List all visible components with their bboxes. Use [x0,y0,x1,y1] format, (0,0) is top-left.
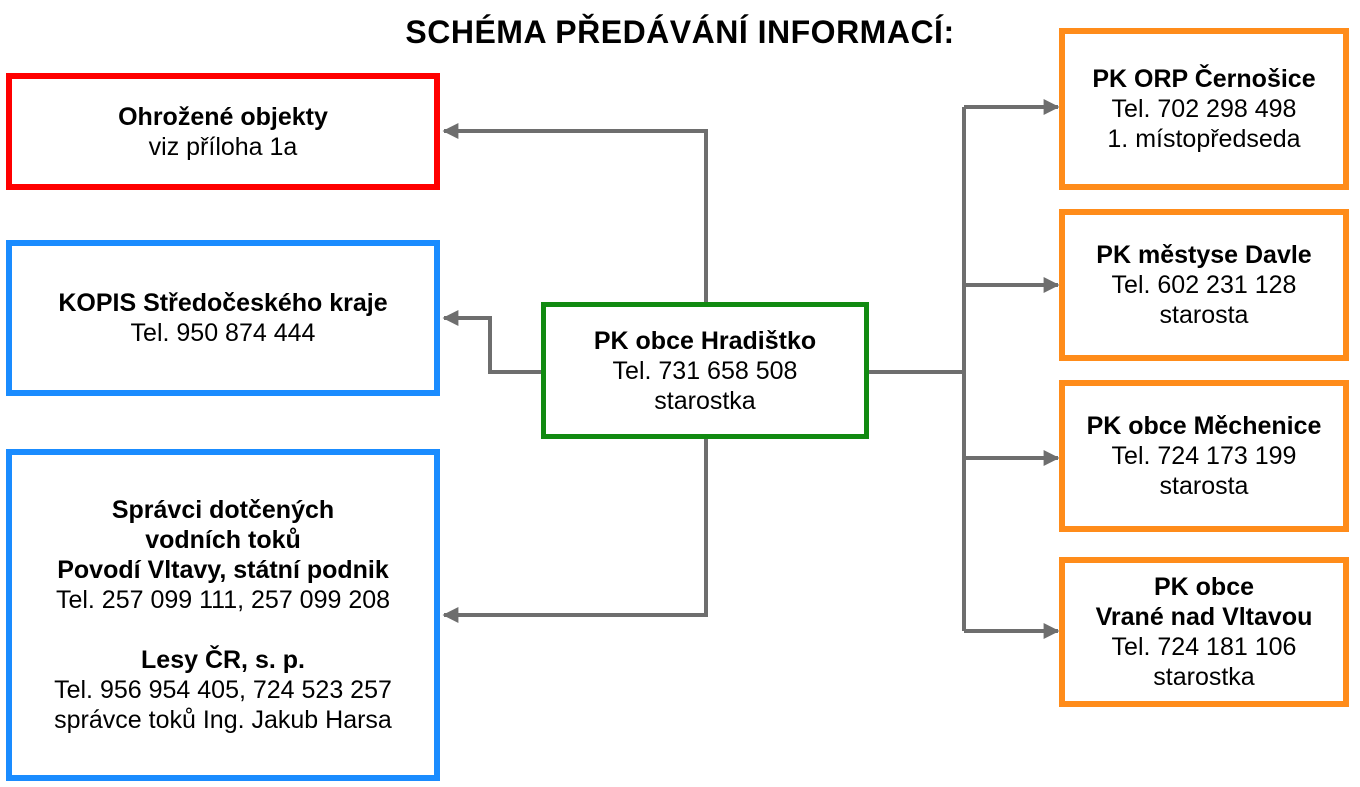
water-managers-person: správce toků Ing. Jakub Harsa [54,706,392,734]
davle-phone: Tel. 602 231 128 [1111,271,1297,299]
threatened-objects-note: viz příloha 1a [148,132,298,161]
vrane-phone: Tel. 724 181 106 [1111,633,1297,661]
water-managers-line1: Správci dotčených [111,496,335,524]
davle-role: starosta [1159,301,1249,329]
mechenice-title: PK obce Měchenice [1086,412,1322,440]
center-title: PK obce Hradištko [593,326,817,355]
diagram-title: SCHÉMA PŘEDÁVÁNÍ INFORMACÍ: [405,14,955,50]
water-managers-box: Správci dotčených vodních toků Povodí Vl… [6,449,440,781]
center-box-hradistko: PK obce Hradištko Tel. 731 658 508 staro… [541,302,869,439]
mechenice-phone: Tel. 724 173 199 [1111,442,1297,470]
water-managers-phone2: Tel. 956 954 405, 724 523 257 [54,676,392,704]
davle-title: PK městyse Davle [1096,241,1312,269]
vrane-box: PK obce Vrané nad Vltavou Tel. 724 181 1… [1059,557,1349,707]
center-role: starostka [654,386,756,415]
mechenice-box: PK obce Měchenice Tel. 724 173 199 staro… [1059,380,1349,532]
water-managers-phone1: Tel. 257 099 111, 257 099 208 [55,586,391,614]
kopis-phone: Tel. 950 874 444 [130,319,316,347]
kopis-box: KOPIS Středočeského kraje Tel. 950 874 4… [6,240,440,396]
arrow-to-kopis [442,310,543,374]
vrane-title-line2: Vrané nad Vltavou [1095,603,1313,631]
kopis-title: KOPIS Středočeského kraje [58,289,388,317]
threatened-objects-box: Ohrožené objekty viz příloha 1a [6,73,440,190]
water-managers-line2: vodních toků [145,526,301,554]
davle-box: PK městyse Davle Tel. 602 231 128 staros… [1059,209,1349,361]
cernosice-box: PK ORP Černošice Tel. 702 298 498 1. mís… [1059,28,1349,190]
vrane-title-line1: PK obce [1153,573,1255,601]
vrane-role: starostka [1153,663,1255,691]
cernosice-title: PK ORP Černošice [1092,65,1316,93]
water-managers-org1: Povodí Vltavy, státní podnik [57,556,389,584]
water-managers-org2: Lesy ČR, s. p. [141,646,305,674]
threatened-objects-title: Ohrožené objekty [118,102,328,131]
arrow-to-threatened-objects [442,123,708,303]
cernosice-role: 1. místopředseda [1107,125,1301,153]
arrow-to-water-managers [442,438,708,623]
cernosice-phone: Tel. 702 298 498 [1111,95,1297,123]
center-phone: Tel. 731 658 508 [612,356,798,385]
mechenice-role: starosta [1159,472,1249,500]
